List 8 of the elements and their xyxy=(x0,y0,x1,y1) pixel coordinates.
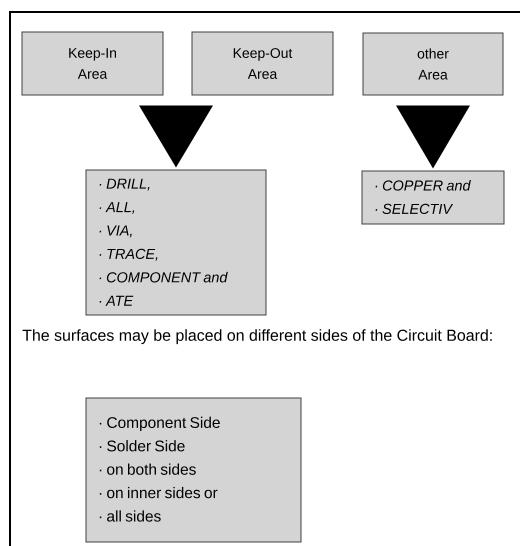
arrow xyxy=(139,106,213,168)
keyword-list-box: · COPPER and · SELECTIV xyxy=(362,170,504,224)
area-box: Keep-Out Area xyxy=(192,32,334,96)
side-list-box: · Component Side · Solder Side · on both sides · on inner sides or · all sides xyxy=(86,398,302,542)
keyword-list-box: · DRILL, · ALL, · VIA, · TRACE, · COMPONENT and · ATE xyxy=(86,170,266,316)
area-box: Keep-In Area xyxy=(22,32,164,96)
arrow xyxy=(396,106,470,168)
area-box: other Area xyxy=(362,32,504,96)
